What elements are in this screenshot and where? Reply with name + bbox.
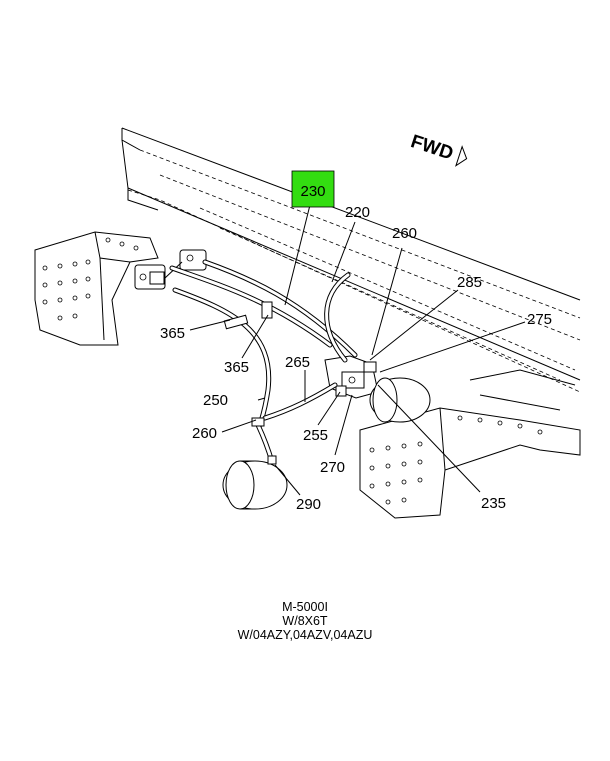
callout-270[interactable]: 270	[320, 459, 345, 476]
air-tank-right	[369, 377, 431, 423]
caption-config: W/8X6T	[282, 614, 328, 628]
callout-275[interactable]: 275	[527, 311, 552, 328]
highlight-box-230	[291, 170, 335, 208]
forward-arrow-icon: FWD	[408, 131, 468, 167]
callout-235[interactable]: 235	[481, 495, 506, 512]
callout-290[interactable]: 290	[296, 496, 321, 513]
callout-230[interactable]: 230	[300, 183, 325, 200]
right-crossmember	[359, 369, 581, 519]
callout-285[interactable]: 285	[457, 274, 482, 291]
callout-250[interactable]: 250	[203, 392, 228, 409]
callout-220[interactable]: 220	[345, 204, 370, 221]
callout-365-left[interactable]: 365	[160, 325, 185, 342]
frame-rail	[121, 127, 581, 393]
air-lines	[169, 259, 358, 465]
callout-255[interactable]: 255	[303, 427, 328, 444]
callout-265[interactable]: 265	[285, 354, 310, 371]
right-valve-assembly	[324, 355, 379, 399]
air-tank-lower	[222, 460, 288, 510]
callout-260-upper[interactable]: 260	[392, 225, 417, 242]
left-crossmember	[34, 231, 159, 346]
caption-model: M-5000I	[282, 600, 328, 614]
fwd-label: FWD	[408, 131, 456, 164]
callout-260-lower[interactable]: 260	[192, 425, 217, 442]
caption-codes: W/04AZY,04AZV,04AZU	[237, 628, 373, 642]
caption: M-5000I W/8X6T W/04AZY,04AZV,04AZU	[0, 600, 610, 642]
leader-lines	[189, 204, 526, 496]
callout-365-lower[interactable]: 365	[224, 359, 249, 376]
